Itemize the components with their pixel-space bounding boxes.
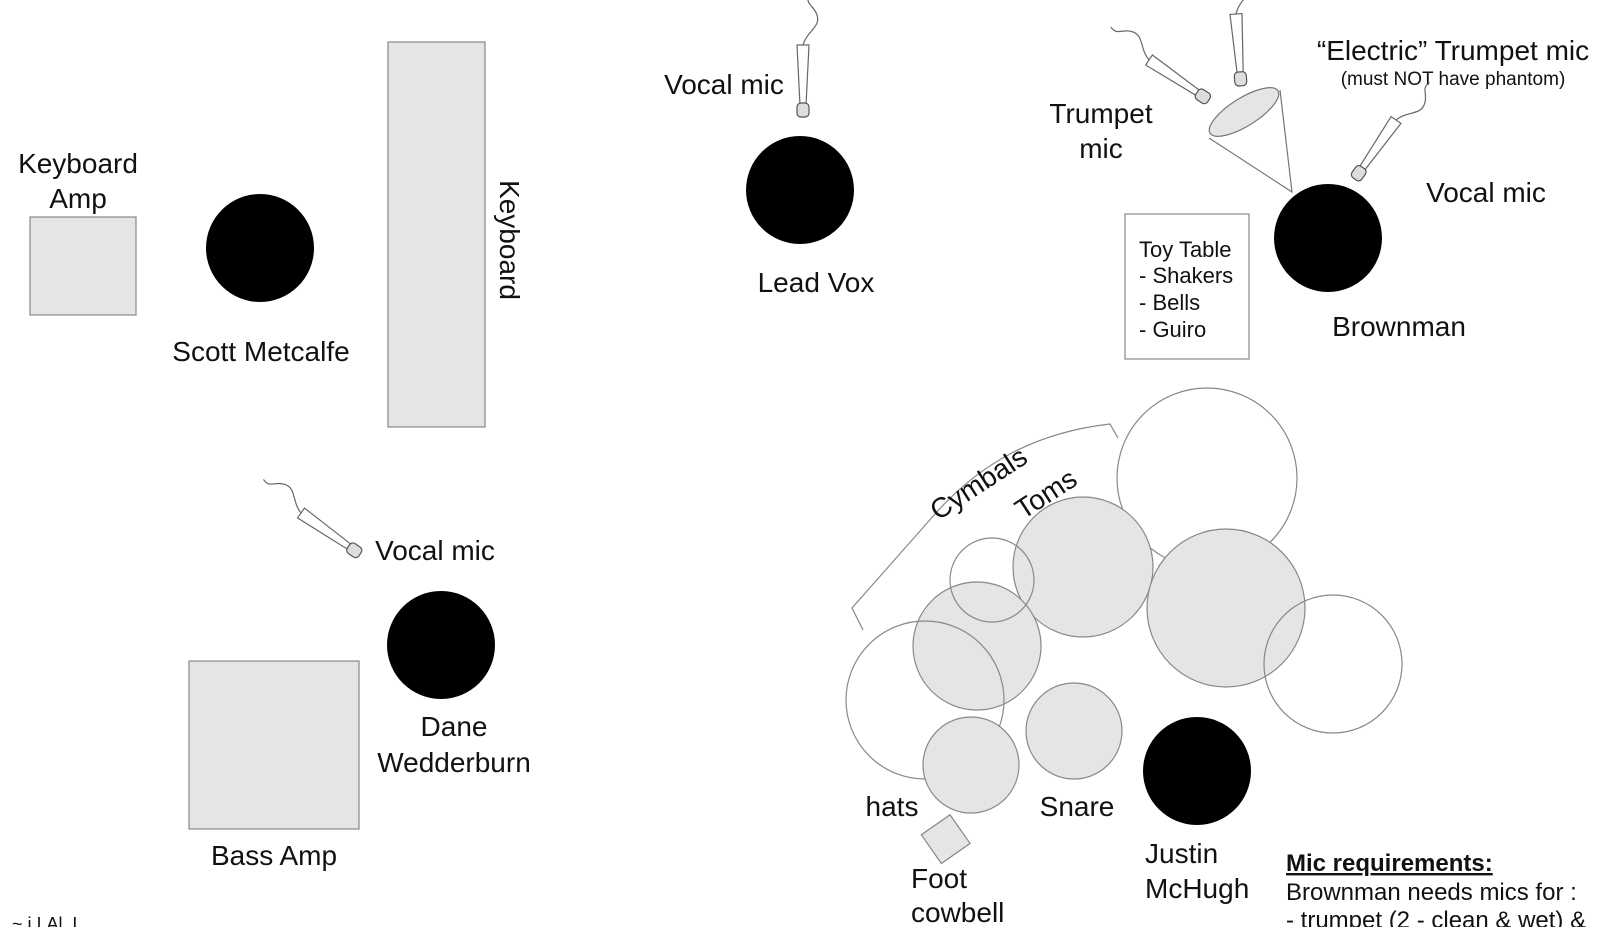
justin-name-line1: Justin (1145, 838, 1218, 869)
snare-label: Snare (1040, 791, 1115, 822)
performer-lead-vox (746, 136, 854, 244)
floor-tom-drum (1146, 528, 1306, 688)
bass-vocal-mic-label: Vocal mic (375, 535, 495, 566)
performer-scott (206, 194, 314, 302)
foot-cowbell-label-line1: Foot (911, 863, 967, 894)
performer-brownman (1274, 184, 1382, 292)
toy-table-title: Toy Table (1139, 237, 1232, 262)
justin-name-line2: McHugh (1145, 873, 1249, 904)
keyboard-label: Keyboard (494, 180, 525, 300)
dane-name-line1: Dane (421, 711, 488, 742)
cymbals-label: Cymbals (924, 441, 1032, 526)
performer-justin (1143, 717, 1251, 825)
snare-drum (1025, 682, 1123, 780)
performer-dane (387, 591, 495, 699)
toy-table-item: - Shakers (1139, 263, 1233, 288)
mic-requirements-line: Brownman needs mics for : (1286, 879, 1577, 906)
brownman-vocal-mic-label: Vocal mic (1426, 177, 1546, 208)
trumpet-mic-label-line1: Trumpet (1049, 98, 1152, 129)
cymbal-bracket (851, 423, 1119, 631)
bass-amp-label: Bass Amp (211, 840, 337, 871)
cymbal (1263, 594, 1403, 734)
dane-name-line2: Wedderburn (377, 747, 531, 778)
mic-requirements-line: - trumpet (2 - clean & wet) & (1286, 907, 1586, 927)
electric-trumpet-mic-label: “Electric” Trumpet mic (1317, 35, 1589, 66)
brownman-name: Brownman (1332, 311, 1466, 342)
hi-hat-pedal (922, 716, 1020, 814)
keyboard-amp-label-line1: Keyboard (18, 148, 138, 179)
mic-requirements-heading: Mic requirements: (1286, 850, 1493, 877)
bass-amp (188, 660, 360, 830)
brownman-vocal-mic-icon (1349, 75, 1438, 189)
hats-label: hats (866, 791, 919, 822)
toy-table-item: - Bells (1139, 290, 1200, 315)
tom-drum (912, 581, 1042, 711)
corner-text-fragment: ~ i.I.Al..L. (12, 914, 88, 927)
lead-vocal-mic-label: Vocal mic (664, 69, 784, 100)
bass-vocal-mic-icon (256, 471, 370, 560)
toy-table (1124, 213, 1250, 360)
tom-drum (1012, 496, 1154, 638)
trumpet-mic-label-line2: mic (1079, 133, 1123, 164)
electric-trumpet-note: (must NOT have phantom) (1341, 69, 1566, 90)
keyboard-amp-label-line2: Amp (49, 183, 107, 214)
lead-vox-name: Lead Vox (758, 267, 875, 298)
trumpet-mic-icon (1103, 19, 1218, 106)
cymbal (949, 537, 1035, 623)
foot-cowbell-label-line2: cowbell (911, 897, 1004, 927)
keyboard-amp (29, 216, 137, 316)
trumpet-icon (1208, 87, 1293, 194)
lead-vocal-mic-icon (796, 0, 819, 118)
keyboard (387, 41, 486, 428)
scott-name: Scott Metcalfe (172, 336, 349, 367)
toy-table-item: - Guiro (1139, 317, 1206, 342)
electric-trumpet-mic-icon (1225, 0, 1257, 87)
foot-cowbell (920, 813, 971, 865)
